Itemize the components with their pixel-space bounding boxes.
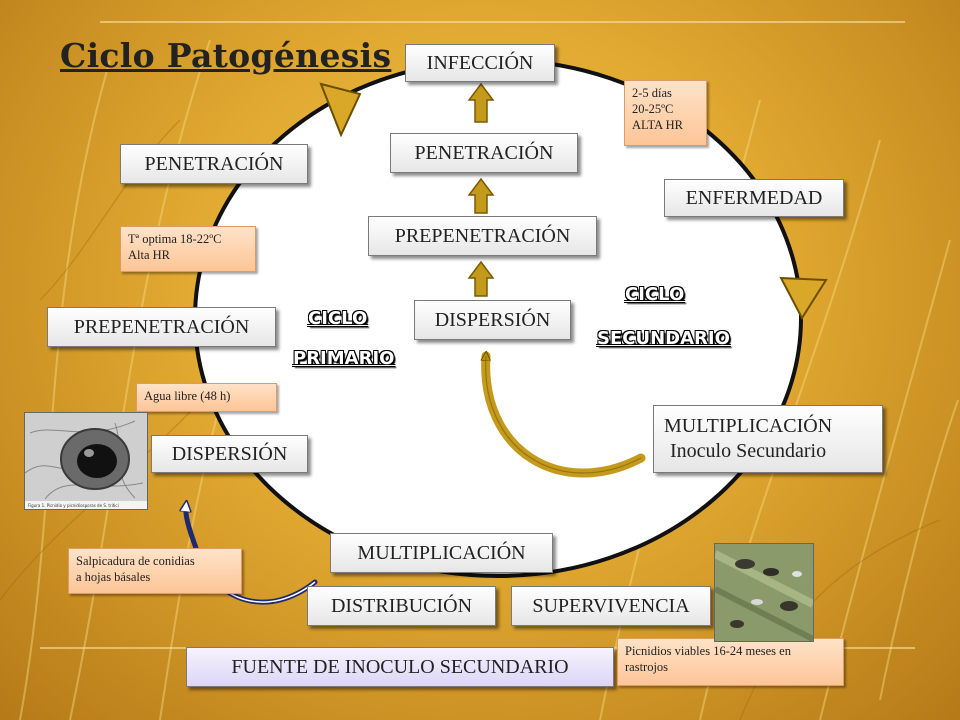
micrograph-picnidio: Figura 1. Picnidio y picnidiosporas de S… [24,412,148,510]
box-prepenetracion-center-label: PREPENETRACIÓN [394,224,571,247]
box-dispersion-center: DISPERSIÓN [414,300,571,340]
box-infeccion-label: INFECCIÓN [426,51,534,74]
triangle-arrow-icon [779,276,828,320]
box-distribucion-label: DISTRIBUCIÓN [330,594,473,617]
box-penetracion-left: PENETRACIÓN [120,144,308,184]
box-penetracion-left-label: PENETRACIÓN [144,152,284,175]
box-fuente-inoculo: FUENTE DE INOCULO SECUNDARIO [186,647,614,687]
up-arrow-icon [467,82,495,123]
note-water: Agua libre (48 h) [136,383,277,412]
photo-leaf-lesions [714,543,814,642]
box-enfermedad: ENFERMEDAD [664,179,844,217]
cycle-label-primary-2: PRIMARIO [293,348,395,369]
box-penetracion-center: PENETRACIÓN [390,133,578,173]
box-enfermedad-label: ENFERMEDAD [685,186,823,209]
box-multiplicacion-bottom: MULTIPLICACIÓN [330,533,553,573]
up-arrow-icon [467,177,495,214]
box-supervivencia: SUPERVIVENCIA [511,586,711,626]
cycle-label-secondary-1: CICLO [625,284,685,305]
box-multiplicacion-bottom-label: MULTIPLICACIÓN [357,541,526,564]
box-fuente-inoculo-label: FUENTE DE INOCULO SECUNDARIO [231,655,569,678]
micrograph-image: Figura 1. Picnidio y picnidiosporas de S… [25,413,147,509]
box-prepenetracion-center: PREPENETRACIÓN [368,216,597,256]
box-infeccion: INFECCIÓN [405,44,555,82]
box-dispersion-center-label: DISPERSIÓN [434,308,551,331]
note-splash: Salpicadura de conidias a hojas básales [68,548,242,594]
box-multiplicacion-secundario: MULTIPLICACIÓN Inoculo Secundario [653,405,883,473]
box-dispersion-left: DISPERSIÓN [151,435,308,473]
cycle-label-primary-1: CICLO [308,308,368,329]
box-prepenetracion-left-label: PREPENETRACIÓN [73,315,250,338]
box-multiplicacion-secundario-line1: MULTIPLICACIÓN [664,415,833,437]
micrograph-caption: Figura 1. Picnidio y picnidiosporas de S… [28,503,119,508]
triangle-arrow-icon [319,82,362,138]
box-dispersion-left-label: DISPERSIÓN [171,442,288,465]
note-temperature: Tª optima 18-22ºC Alta HR [120,226,256,272]
box-distribucion: DISTRIBUCIÓN [307,586,496,626]
box-multiplicacion-secundario-line2: Inoculo Secundario [670,440,827,462]
leaf-lesions-image [715,544,813,641]
box-supervivencia-label: SUPERVIVENCIA [532,594,690,617]
note-infection-conditions: 2-5 días 20-25ºC ALTA HR [624,80,707,146]
box-prepenetracion-left: PREPENETRACIÓN [47,307,276,347]
note-picnidios: Picnidios viables 16-24 meses en rastroj… [617,638,844,686]
up-arrow-icon [467,260,495,297]
box-penetracion-center-label: PENETRACIÓN [414,141,554,164]
cycle-label-secondary-2: SECUNDARIO [597,328,730,349]
page-title: Ciclo Patogénesis [60,36,392,75]
